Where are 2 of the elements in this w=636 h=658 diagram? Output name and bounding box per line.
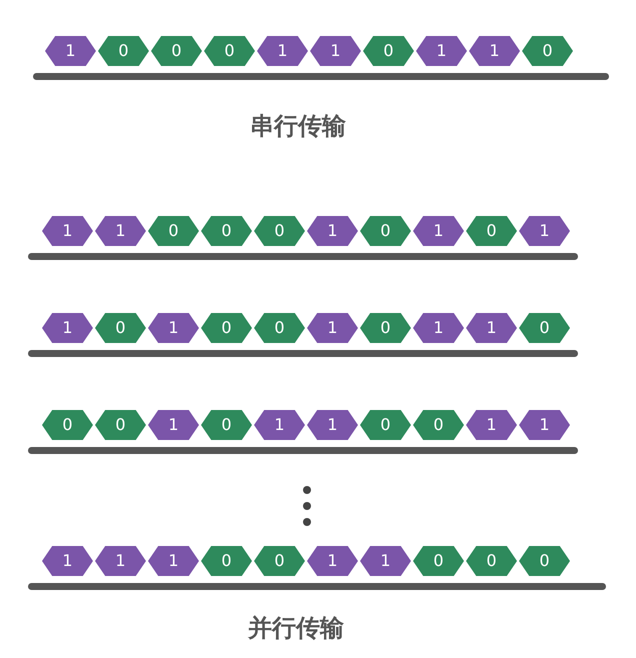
section-title: 串行传输 bbox=[250, 111, 346, 142]
section-title: 并行传输 bbox=[248, 613, 344, 644]
